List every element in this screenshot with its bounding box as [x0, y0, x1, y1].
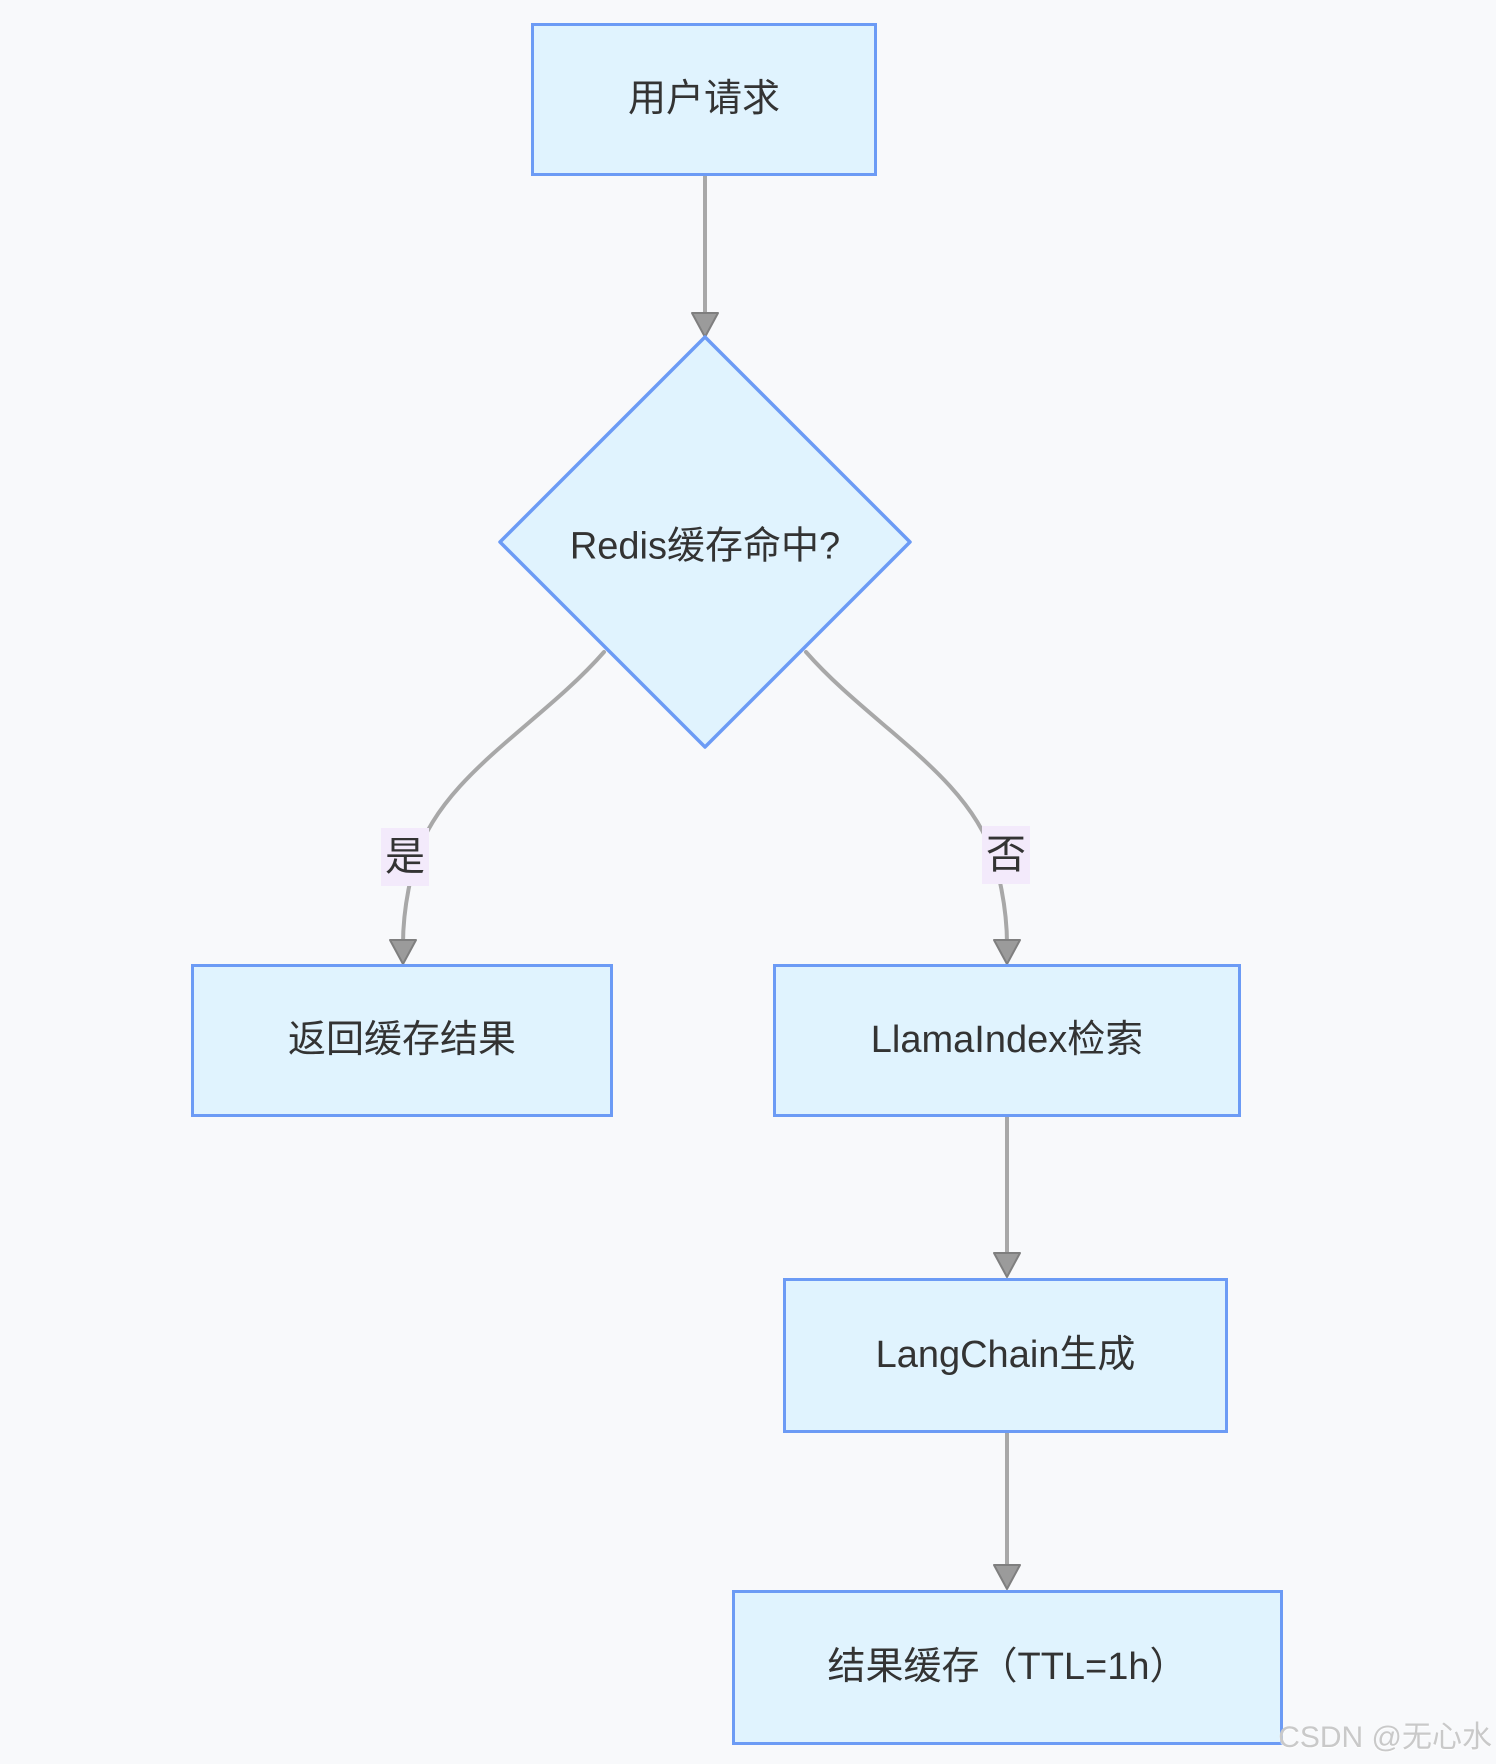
decision-diamond-shape — [498, 335, 912, 749]
node-return-cached-result: 返回缓存结果 — [191, 964, 613, 1117]
arrowhead-into-result-cache — [993, 1564, 1021, 1590]
edge-label-no: 否 — [982, 826, 1030, 884]
arrowhead-into-langchain — [993, 1252, 1021, 1278]
decision-redis-cache-hit-label: Redis缓存命中? — [569, 525, 841, 568]
node-return-cached-result-label: 返回缓存结果 — [287, 1018, 516, 1061]
arrowhead-into-return-cache — [389, 939, 417, 965]
node-langchain-generation: LangChain生成 — [783, 1278, 1228, 1433]
node-result-cache-ttl-label: 结果缓存（TTL=1h） — [827, 1645, 1188, 1688]
edge-no-branch — [804, 650, 1009, 946]
node-llamaindex-retrieval-label: LlamaIndex检索 — [870, 1018, 1144, 1061]
node-llamaindex-retrieval: LlamaIndex检索 — [773, 964, 1241, 1117]
node-langchain-generation-label: LangChain生成 — [875, 1333, 1136, 1376]
arrowhead-into-llamaindex — [993, 939, 1021, 965]
arrowhead-into-decision — [691, 312, 719, 338]
edge-yes-branch — [401, 650, 606, 946]
node-user-request-label: 用户请求 — [627, 77, 780, 120]
node-user-request: 用户请求 — [531, 23, 877, 176]
edge-label-yes: 是 — [381, 828, 429, 886]
csdn-watermark: CSDN @无心水 — [1278, 1721, 1492, 1754]
node-result-cache-ttl: 结果缓存（TTL=1h） — [732, 1590, 1283, 1745]
